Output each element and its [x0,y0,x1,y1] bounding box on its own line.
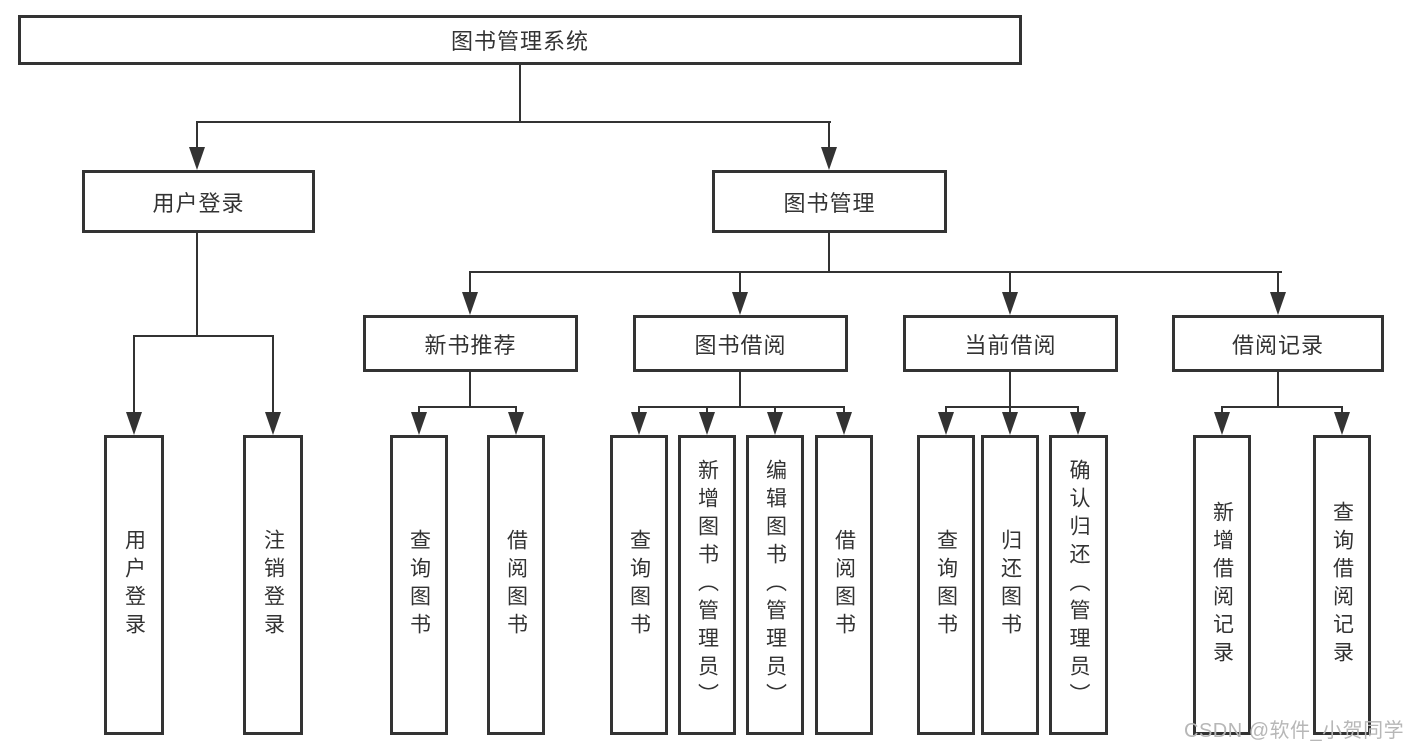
arrowhead-icon [836,412,852,435]
connector-line [133,335,274,337]
arrowhead-icon [189,147,205,170]
connector-line [196,121,198,153]
leaf-borrow-books-2: 借阅图书 [815,435,873,735]
node-label: 图书借阅 [694,332,787,358]
connector-line [739,372,741,408]
leaf-query-borrow-record: 查询借阅记录 [1313,435,1371,735]
arrowhead-icon [265,412,281,435]
arrowhead-icon [1270,292,1286,315]
connector-line [946,406,1079,408]
arrowhead-icon [1002,292,1018,315]
leaf-borrow-books-1: 借阅图书 [487,435,545,735]
node-new-book-recommend: 新书推荐 [363,315,578,372]
leaf-label: 查询借阅记录 [1330,501,1354,669]
connector-line [469,372,471,408]
leaf-add-books-admin: 新增图书（管理员） [678,435,736,735]
leaf-label: 用户登录 [122,529,146,641]
arrowhead-icon [699,412,715,435]
arrowhead-icon [732,292,748,315]
connector-line [828,233,830,273]
arrowhead-icon [821,147,837,170]
node-label: 新书推荐 [424,332,517,358]
connector-line [196,233,198,337]
leaf-confirm-return-admin: 确认归还（管理员） [1049,435,1108,735]
connector-line [739,271,741,297]
arrowhead-icon [462,292,478,315]
leaf-label: 新增图书（管理员） [695,459,719,711]
arrowhead-icon [938,412,954,435]
leaf-query-books-3: 查询图书 [917,435,975,735]
node-current-borrow: 当前借阅 [903,315,1118,372]
leaf-label: 查询图书 [934,529,958,641]
leaf-return-books: 归还图书 [981,435,1039,735]
leaf-label: 查询图书 [407,529,431,641]
leaf-label: 借阅图书 [504,529,528,641]
connector-line [1277,271,1279,297]
node-label: 当前借阅 [964,332,1057,358]
leaf-add-borrow-record: 新增借阅记录 [1193,435,1251,735]
arrowhead-icon [1070,412,1086,435]
arrowhead-icon [631,412,647,435]
connector-line [519,65,521,122]
leaf-label: 新增借阅记录 [1210,501,1234,669]
leaf-label: 借阅图书 [832,529,856,641]
node-label: 图书管理 [783,190,876,216]
leaf-label: 归还图书 [998,529,1022,641]
leaf-label: 编辑图书（管理员） [763,459,787,711]
node-book-management: 图书管理 [712,170,947,233]
connector-line [133,335,135,417]
arrowhead-icon [508,412,524,435]
connector-line [419,406,517,408]
leaf-label: 查询图书 [627,529,651,641]
connector-line [469,271,471,297]
arrowhead-icon [411,412,427,435]
arrowhead-icon [1214,412,1230,435]
csdn-watermark: CSDN @软件_小贺同学 [1184,720,1405,742]
leaf-query-books-1: 查询图书 [390,435,448,735]
connector-line [469,271,1282,273]
node-label: 借阅记录 [1231,332,1324,358]
arrowhead-icon [767,412,783,435]
node-label: 图书管理系统 [450,29,589,54]
connector-line [1222,406,1343,408]
arrowhead-icon [126,412,142,435]
leaf-edit-books-admin: 编辑图书（管理员） [746,435,804,735]
node-label: 用户登录 [152,190,245,216]
connector-line [197,121,831,123]
node-borrow-records: 借阅记录 [1172,315,1384,372]
leaf-user-login: 用户登录 [104,435,164,735]
arrowhead-icon [1002,412,1018,435]
arrowhead-icon [1334,412,1350,435]
node-user-login: 用户登录 [82,170,315,233]
leaf-label: 确认归还（管理员） [1067,459,1090,711]
leaf-label: 注销登录 [261,529,285,641]
connector-line [1277,372,1279,408]
connector-line [639,406,845,408]
leaf-logout: 注销登录 [243,435,303,735]
node-system-root: 图书管理系统 [18,15,1022,65]
connector-line [272,335,274,417]
leaf-query-books-2: 查询图书 [610,435,668,735]
node-book-borrow: 图书借阅 [633,315,848,372]
connector-line [828,121,830,153]
connector-line [1009,372,1011,408]
connector-line [1009,271,1011,297]
